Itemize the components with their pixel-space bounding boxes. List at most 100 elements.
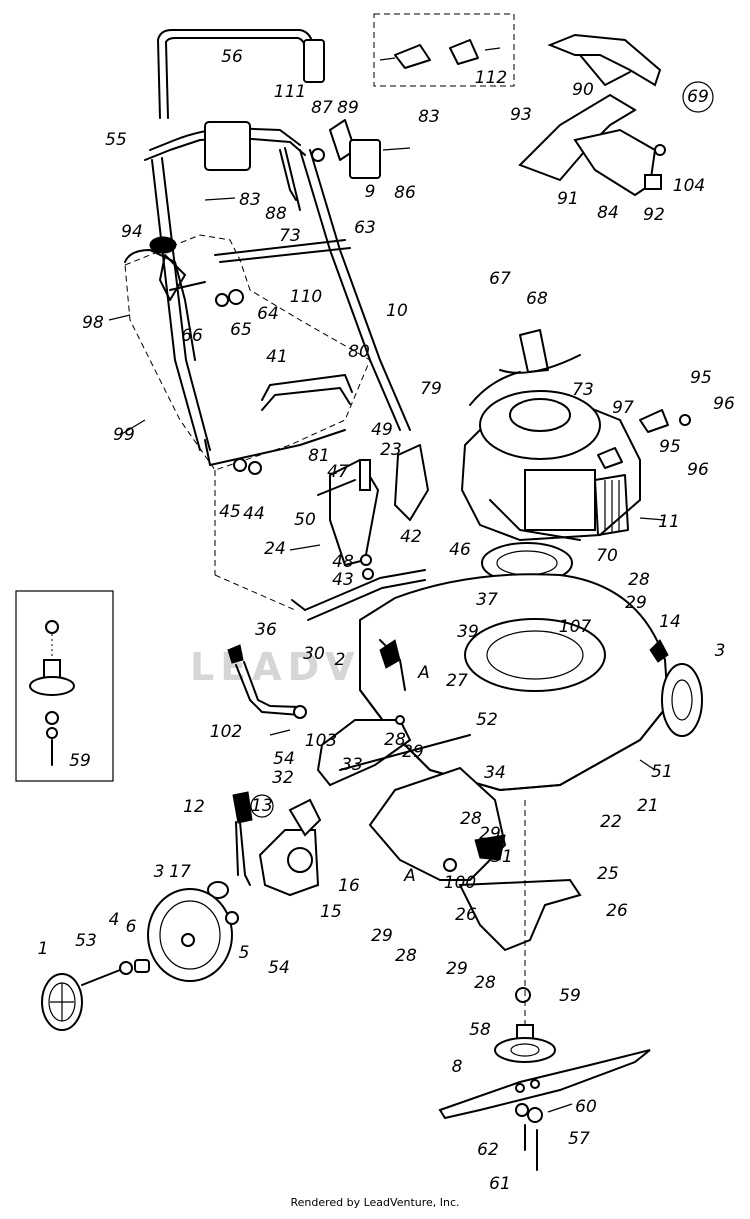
label-55: 55 — [105, 130, 127, 150]
label-28: 28 — [460, 809, 482, 829]
blade-adapter — [494, 987, 556, 1063]
height-adjuster-rear — [227, 644, 307, 736]
leader-lines — [108, 314, 666, 1113]
label-16: 16 — [338, 876, 360, 896]
label-28: 28 — [628, 570, 650, 590]
label-5: 5 — [239, 943, 250, 963]
label-48: 48 — [332, 552, 354, 572]
footer-credit: Rendered by LeadVenture, Inc. — [290, 1196, 460, 1209]
label-80: 80 — [348, 342, 370, 362]
label-4: 4 — [109, 910, 120, 930]
label-6: 6 — [126, 917, 137, 937]
label-69: 69 — [687, 87, 709, 107]
label-24: 24 — [264, 539, 286, 559]
label-103: 103 — [305, 731, 337, 751]
engine-gasket — [481, 542, 573, 584]
grass-catcher-deflector — [518, 33, 714, 197]
label-39: 39 — [457, 622, 479, 642]
hubcap — [41, 973, 83, 1031]
height-adjuster-front — [207, 791, 322, 899]
label-62: 62 — [477, 1140, 499, 1160]
label-66: 66 — [181, 326, 203, 346]
label-107: 107 — [559, 617, 592, 637]
label-61: 61 — [489, 1174, 511, 1194]
label-8: 8 — [452, 1057, 463, 1077]
label-86: 86 — [394, 183, 416, 203]
left-wheel — [81, 888, 239, 986]
label-28: 28 — [395, 946, 417, 966]
label-44: 44 — [243, 504, 265, 524]
label-59: 59 — [559, 986, 581, 1006]
label-54: 54 — [268, 958, 290, 978]
label-A: A — [417, 663, 430, 683]
label-34: 34 — [484, 763, 506, 783]
label-29: 29 — [479, 824, 501, 844]
label-43: 43 — [332, 570, 354, 590]
label-104: 104 — [673, 176, 705, 196]
label-57: 57 — [568, 1129, 590, 1149]
label-15: 15 — [320, 902, 342, 922]
control-bar — [261, 374, 353, 411]
label-56: 56 — [221, 47, 243, 67]
label-90: 90 — [572, 80, 594, 100]
discharge-chute — [368, 766, 507, 881]
label-3: 3 — [715, 641, 726, 661]
label-92: 92 — [643, 205, 665, 225]
label-96: 96 — [687, 460, 709, 480]
handle-bolts — [149, 236, 262, 475]
label-47: 47 — [327, 462, 349, 482]
label-63: 63 — [354, 218, 376, 238]
label-97: 97 — [612, 398, 634, 418]
lower-handle-frame — [144, 121, 411, 451]
label-26: 26 — [455, 905, 477, 925]
label-53: 53 — [75, 931, 97, 951]
label-83: 83 — [239, 190, 261, 210]
label-49: 49 — [371, 420, 393, 440]
label-73: 73 — [572, 380, 594, 400]
label-87: 87 — [311, 98, 333, 118]
label-29: 29 — [625, 593, 647, 613]
label-42: 42 — [400, 527, 422, 547]
inset-box-112 — [373, 13, 515, 87]
label-41: 41 — [266, 347, 288, 367]
label-93: 93 — [510, 105, 532, 125]
upper-handle — [157, 29, 325, 119]
label-12: 12 — [183, 797, 205, 817]
label-22: 22 — [600, 812, 622, 832]
label-58: 58 — [469, 1020, 491, 1040]
label-89: 89 — [337, 98, 359, 118]
label-102: 102 — [210, 722, 242, 742]
label-65: 65 — [230, 320, 252, 340]
label-2: 2 — [335, 650, 346, 670]
label-9: 9 — [365, 182, 376, 202]
label-37: 37 — [476, 590, 498, 610]
label-3: 3 — [154, 862, 165, 882]
mower-deck — [359, 573, 670, 792]
blade — [438, 800, 651, 1171]
label-A: A — [403, 866, 416, 886]
rear-pivot-rod — [214, 470, 426, 621]
label-30: 30 — [303, 644, 325, 664]
handle-bracket-assembly — [289, 444, 429, 580]
label-29: 29 — [371, 926, 393, 946]
label-10: 10 — [386, 301, 408, 321]
label-88: 88 — [265, 204, 287, 224]
label-59: 59 — [69, 751, 91, 771]
label-45: 45 — [219, 502, 241, 522]
label-32: 32 — [272, 768, 294, 788]
label-27: 27 — [446, 671, 468, 691]
label-70: 70 — [596, 546, 618, 566]
part-labels: 56 112 90 69 111 87 89 83 55 93 9 86 104… — [38, 47, 735, 1194]
label-31: 31 — [491, 847, 513, 867]
label-36: 36 — [255, 620, 277, 640]
label-23: 23 — [380, 440, 402, 460]
right-wheel — [649, 639, 703, 737]
label-95: 95 — [659, 437, 681, 457]
label-60: 60 — [575, 1097, 597, 1117]
label-96: 96 — [713, 394, 735, 414]
label-29: 29 — [446, 959, 468, 979]
label-1: 1 — [38, 939, 49, 959]
label-64: 64 — [257, 304, 279, 324]
label-52: 52 — [476, 710, 498, 730]
